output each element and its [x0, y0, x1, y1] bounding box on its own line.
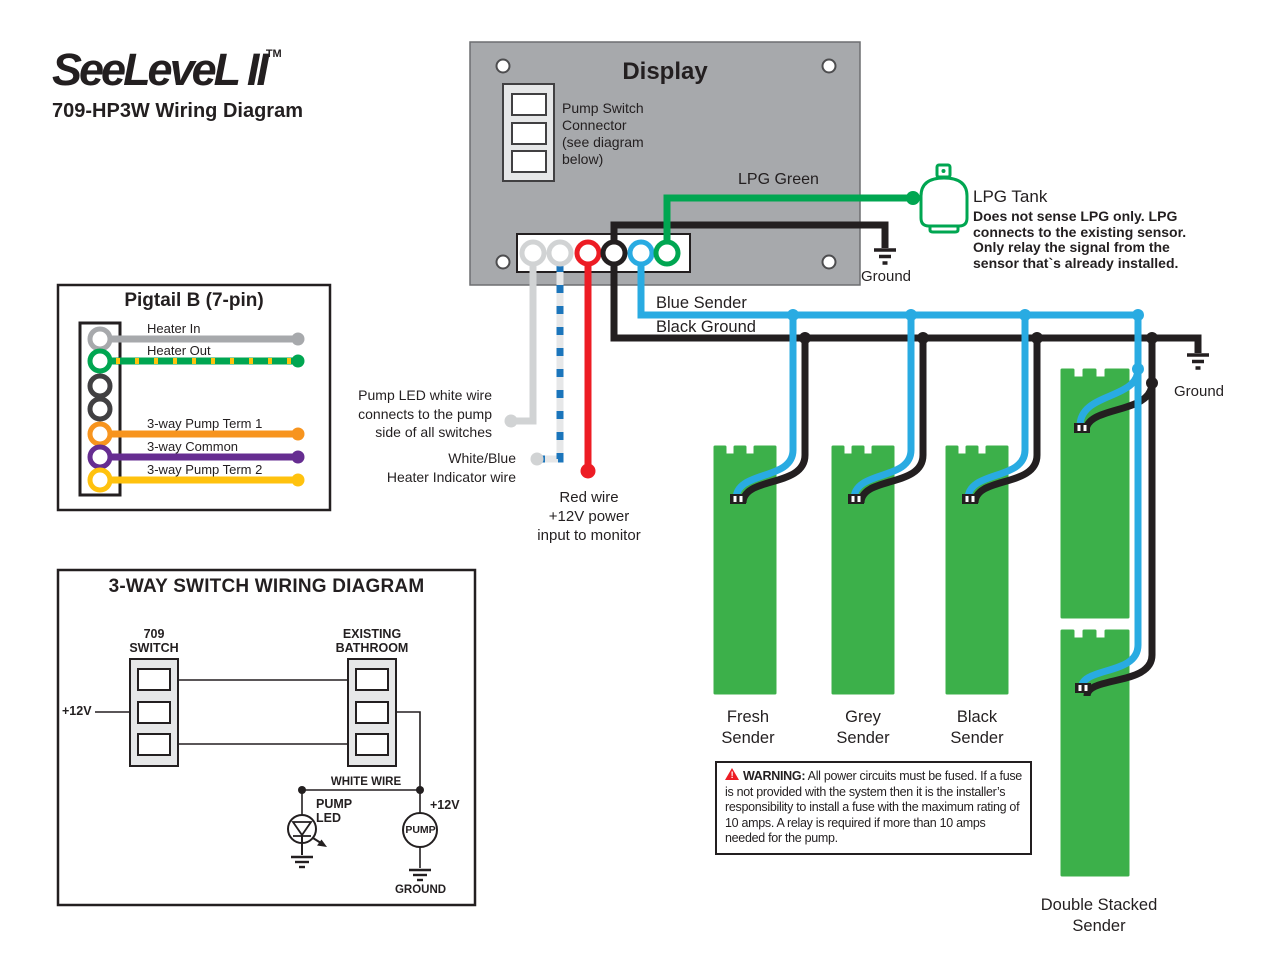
black-sender-bar: [945, 445, 1009, 695]
blue-sender-label: Blue Sender: [656, 294, 747, 312]
warning-text: All power circuits must be fused. If a f…: [725, 769, 1022, 845]
fresh-blue-drop-wire: [732, 315, 797, 500]
three-way-switch-box: [56, 568, 477, 907]
sender-wire-pins: [730, 423, 1091, 693]
fresh-sender-bar: [713, 445, 777, 695]
double-upper-pin: [1074, 423, 1090, 433]
black-terminal: [600, 239, 628, 267]
connector-slot: [511, 150, 547, 173]
grey-blue-drop-wire: [850, 315, 915, 500]
pin-heater-out: [87, 348, 113, 374]
grey-pin: [848, 494, 864, 504]
green-terminal: [653, 239, 681, 267]
fresh-pin: [730, 494, 746, 504]
warning-icon: [725, 768, 739, 780]
pump-led-white-wire: [504, 264, 537, 428]
connector-slot: [511, 93, 547, 116]
pump-switch-connector-note: Pump Switch Connector (see diagram below…: [562, 100, 644, 167]
brand-logo-text: SeeLeveL II: [52, 44, 269, 95]
pump-12v-label: +12V: [430, 798, 460, 812]
screw-hole-icon: [495, 254, 511, 270]
connector-slot: [511, 122, 547, 145]
black-ground-bus-wire: [610, 264, 1202, 353]
display-ground-wire: [610, 221, 889, 248]
white-terminal: [519, 239, 547, 267]
bus-ground-icon: [1187, 353, 1209, 370]
blacksender-blue-drop-wire: [964, 315, 1029, 500]
pump-circle-label: PUMP: [405, 824, 436, 836]
brand-logo: SeeLeveL IITM: [52, 44, 282, 96]
three-way-title: 3-WAY SWITCH WIRING DIAGRAM: [108, 576, 425, 597]
pin-label-heater-in: Heater In: [147, 321, 201, 336]
white-blue-terminal: [546, 239, 574, 267]
lpg-green-wire: [663, 191, 920, 242]
pump-icon: [402, 812, 438, 868]
red-wire-note: Red wire +12V power input to monitor: [537, 489, 641, 544]
pin-term1: [87, 421, 113, 447]
pin-label-common: 3-way Common: [147, 439, 239, 454]
black-ground-label: Black Ground: [656, 318, 756, 336]
ground-label: GROUND: [394, 884, 447, 896]
warning-title: WARNING:: [743, 769, 806, 783]
bathroom-out-line: [388, 711, 421, 790]
red-terminal: [574, 239, 602, 267]
pin-empty: [87, 396, 113, 422]
grey-sender-bar: [831, 445, 895, 695]
switch-709-label: 709 SWITCH: [129, 627, 179, 655]
blue-sender-bus-wire: [637, 264, 1142, 690]
pin-label-term2: 3-way Pump Term 2: [147, 462, 263, 477]
lpg-tank-icon: [919, 163, 969, 234]
pin-empty: [87, 373, 113, 399]
blue-terminal: [627, 239, 655, 267]
supply-12v-label: +12V: [62, 704, 92, 718]
lpg-green-wire-label: LPG Green: [738, 171, 819, 188]
display-ground-icon: [874, 248, 896, 265]
diagram-title: 709-HP3W Wiring Diagram: [52, 100, 303, 122]
pump-led-label: PUMP LED: [316, 797, 353, 825]
pin-label-term1: 3-way Pump Term 1: [147, 416, 263, 431]
junction-dots: [787, 309, 1158, 389]
pigtail-title: Pigtail B (7-pin): [124, 290, 264, 311]
pump-led-icon: [287, 814, 327, 855]
display-terminals: [519, 239, 681, 267]
bus-ground-label: Ground: [1173, 383, 1225, 400]
black-sender-label: Black Sender: [950, 708, 1004, 747]
lpg-tank-title: LPG Tank: [973, 187, 1048, 206]
display-title: Display: [622, 58, 708, 85]
pin-label-heater-out: Heater Out: [147, 343, 211, 358]
grey-sender-label: Grey Sender: [836, 708, 890, 747]
white-wire-label: WHITE WIRE: [330, 776, 402, 788]
red-power-wire: [580, 264, 596, 479]
pin-heater-in: [87, 326, 113, 352]
screw-hole-icon: [495, 58, 511, 74]
lpg-tank-note: Does not sense LPG only. LPG connects to…: [973, 208, 1187, 271]
pump-led-wire-note: Pump LED white wire connects to the pump…: [358, 387, 492, 440]
pin-term2: [87, 467, 113, 493]
heater-indicator-wire-note: White/Blue Heater Indicator wire: [386, 450, 516, 485]
blue-wires: [637, 264, 1142, 690]
white-blue-heater-wire: [530, 264, 564, 466]
double-lower-pin: [1075, 683, 1091, 693]
screw-hole-icon: [821, 254, 837, 270]
screw-hole-icon: [821, 58, 837, 74]
double-upper-blue-branch-wire: [1076, 368, 1142, 427]
pigtail-box: [56, 283, 332, 512]
warning-box: WARNING: All power circuits must be fuse…: [715, 761, 1032, 855]
pin-common: [87, 444, 113, 470]
display-ground-label: Ground: [860, 268, 912, 285]
double-sender-label: Double Stacked Sender: [1040, 896, 1158, 935]
black-sender-pin: [962, 494, 978, 504]
trademark: TM: [265, 48, 282, 60]
fresh-sender-label: Fresh Sender: [721, 708, 775, 747]
switch-bathroom-label: EXISTING BATHROOM: [335, 627, 409, 655]
pump-ground-icon: [409, 868, 431, 882]
led-ground-icon: [291, 855, 313, 869]
